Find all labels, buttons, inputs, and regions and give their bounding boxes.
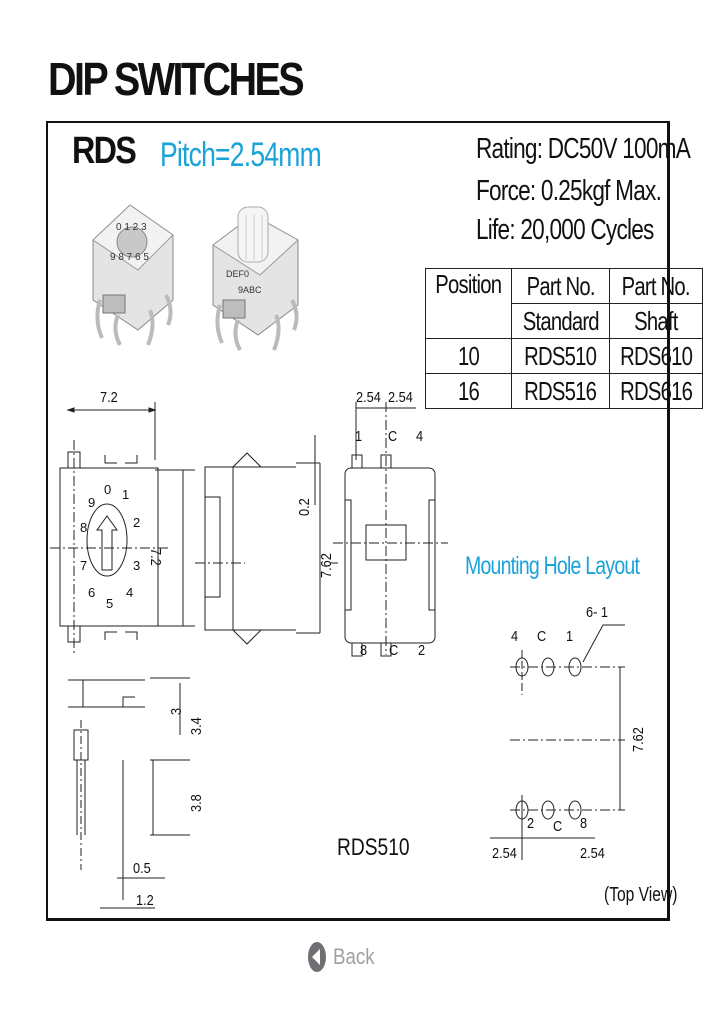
back-label: Back: [333, 944, 375, 969]
spec-force: Force: 0.25kgf Max.: [476, 175, 662, 207]
dial-number-9: 9: [88, 495, 96, 510]
bottom-view-drawing: [333, 402, 448, 657]
page-title: DIP SWITCHES: [48, 53, 305, 105]
mounting-hole-diagram: [490, 624, 625, 860]
profile-lead-pitch: 1.2: [136, 892, 154, 909]
svg-text:0 1 2 3: 0 1 2 3: [116, 222, 147, 233]
profile-lead-length: 3.8: [188, 794, 205, 812]
back-button[interactable]: Back: [307, 941, 382, 973]
hole-pitch-right: 2.54: [580, 845, 605, 862]
dial-number-3: 3: [133, 558, 141, 573]
pin-top-4: 4: [416, 428, 424, 445]
bottom-pitch-right: 2.54: [388, 389, 413, 406]
rds-shaft-photo: DEF0 9ABC: [212, 206, 299, 351]
product-frame: [46, 121, 670, 921]
side-span-dim: 7.62: [318, 553, 335, 578]
pin-bottom-8: 8: [360, 642, 368, 659]
profile-drawing: [68, 677, 190, 909]
dial-number-4: 4: [126, 585, 134, 600]
side-view-drawing: [195, 435, 338, 645]
front-view-drawing: [50, 402, 195, 656]
dial-number-7: 7: [80, 558, 88, 573]
mounting-title: Mounting Hole Layout: [465, 552, 640, 580]
hole-pitch-left: 2.54: [492, 845, 517, 862]
dial-number-8: 8: [80, 520, 88, 535]
hole-label-8: 8: [580, 815, 588, 832]
dial-number-2: 2: [133, 515, 141, 530]
svg-text:9 8 7 6 5: 9 8 7 6 5: [110, 252, 149, 263]
hole-spec: 6- 1: [586, 604, 608, 621]
side-offset-dim: 0.2: [296, 498, 313, 516]
profile-body-height: 3: [168, 707, 185, 715]
pin-top-c: C: [388, 428, 398, 445]
dial-number-5: 5: [106, 596, 114, 611]
parts-table: Position Part No. Part No. Standard Shaf…: [425, 268, 704, 409]
hole-row-span: 7.62: [630, 727, 647, 752]
table-row: 10 RDS510 RDS610: [425, 338, 704, 374]
profile-total-height: 3.4: [188, 717, 205, 735]
header-part-no-standard: Part No.: [510, 268, 611, 304]
dial-number-0: 0: [104, 482, 112, 497]
header-part-no-shaft: Part No.: [609, 268, 704, 304]
spec-life: Life: 20,000 Cycles: [476, 214, 654, 246]
subheader-shaft: Shaft: [609, 303, 704, 339]
drawing-model-label: RDS510: [337, 834, 410, 861]
dial-number-6: 6: [88, 585, 96, 600]
hole-label-2: 2: [527, 815, 535, 832]
hole-label-4: 4: [511, 628, 519, 645]
pitch-label: Pitch=2.54mm: [160, 136, 322, 174]
subheader-standard: Standard: [510, 303, 611, 339]
profile-lead-width: 0.5: [133, 860, 151, 877]
table-row: 16 RDS516 RDS616: [425, 373, 704, 409]
svg-text:DEF0: DEF0: [226, 269, 249, 279]
view-note: (Top View): [604, 884, 678, 906]
back-arrow-icon: [308, 942, 326, 972]
hole-label-1: 1: [566, 628, 574, 645]
series-name: RDS: [72, 130, 137, 172]
bottom-pitch-left: 2.54: [356, 389, 381, 406]
dial-number-1: 1: [122, 487, 130, 502]
front-width-dim: 7.2: [100, 389, 118, 406]
svg-text:9ABC: 9ABC: [238, 285, 262, 295]
pin-top-1: 1: [355, 428, 363, 445]
spec-rating: Rating: DC50V 100mA: [476, 133, 691, 165]
pin-bottom-c: C: [389, 642, 399, 659]
front-height-dim: 7.2: [147, 548, 164, 566]
hole-label-c-top: C: [537, 628, 547, 645]
header-position: Position: [425, 268, 512, 339]
pin-bottom-2: 2: [418, 642, 426, 659]
rds-standard-photo: 0 1 2 3 9 8 7 6 5: [92, 204, 174, 346]
hole-label-c-bottom: C: [553, 818, 563, 835]
